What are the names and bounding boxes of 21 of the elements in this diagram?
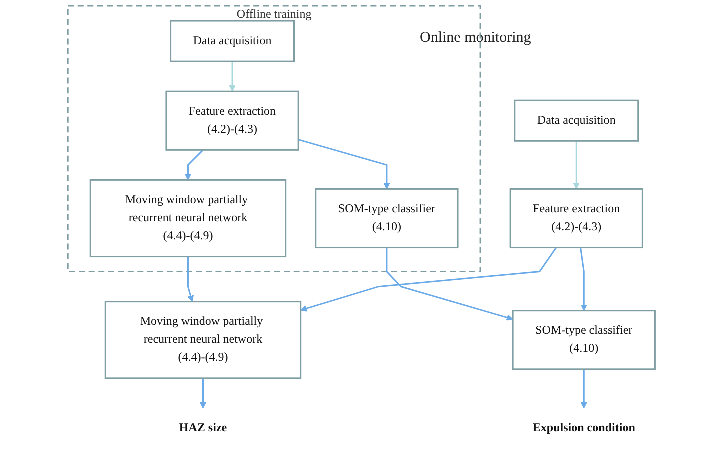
node-box: Moving window partially recurrent neural network (4.4)-(4.9) [90,179,287,258]
arrow [298,139,390,190]
node-box: SOM-type classifier (4.10) [512,310,656,370]
section-heading: Online monitoring [420,30,532,47]
arrow [184,150,204,180]
node-box: Data acquisition [170,20,295,62]
node-box: SOM-type classifier (4.10) [315,188,459,249]
arrow [386,248,514,321]
arrow [229,62,236,92]
node-text: Expulsion condition [532,422,636,435]
arrow [300,247,558,312]
arrow [580,369,588,409]
node-box: Data acquisition [514,100,640,142]
node-box: Feature extraction (4.2)-(4.3) [510,188,644,249]
arrow [200,378,207,409]
node-text: HAZ size [179,422,228,435]
node-box: Feature extraction (4.2)-(4.3) [166,90,300,151]
arrow [187,256,194,302]
arrow [573,141,580,190]
arrow [580,248,588,312]
node-box: Moving window partially recurrent neural network (4.4)-(4.9) [104,301,302,380]
